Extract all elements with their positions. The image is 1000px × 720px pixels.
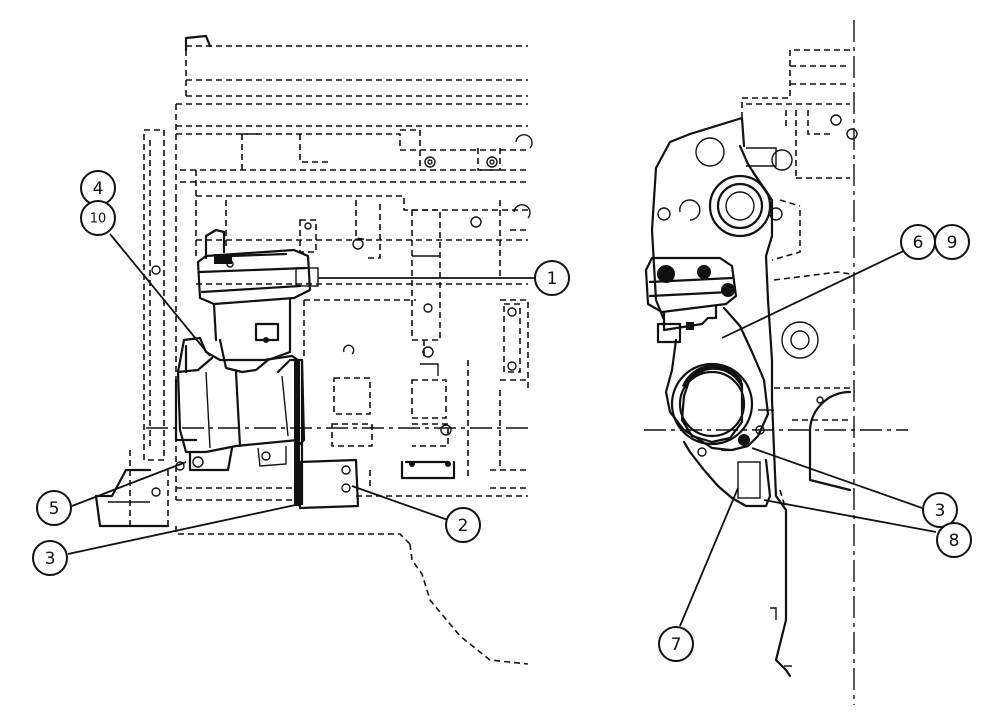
- callout-3-right-label: 3: [935, 501, 946, 521]
- callout-7-label: 7: [671, 635, 682, 655]
- leader-lines: [67, 233, 937, 627]
- leader-3-left: [67, 503, 301, 555]
- callout-5: 5: [36, 490, 72, 526]
- callout-8: 8: [936, 522, 972, 558]
- leader-8: [763, 499, 937, 533]
- callout-8-label: 8: [949, 531, 960, 551]
- callout-10: 10: [80, 200, 116, 236]
- callout-3-left-label: 3: [45, 549, 56, 569]
- leader-3-right: [751, 447, 923, 509]
- callout-6: 6: [900, 224, 936, 260]
- callout-3-right: 3: [922, 492, 958, 528]
- callout-9: 9: [934, 224, 970, 260]
- leader-6-9: [721, 245, 915, 339]
- callout-7: 7: [658, 626, 694, 662]
- left-side-view: [94, 34, 533, 665]
- callout-4: 4: [80, 170, 116, 206]
- air-compressor: [174, 228, 319, 506]
- callout-9-label: 9: [947, 233, 958, 253]
- callout-5-label: 5: [49, 499, 60, 519]
- right-front-view: [644, 20, 908, 705]
- callout-2: 2: [445, 507, 481, 543]
- leader-4-10: [109, 233, 211, 357]
- callout-2-label: 2: [458, 516, 469, 536]
- callout-3-left: 3: [32, 540, 68, 576]
- callout-1: 1: [534, 260, 570, 296]
- leader-5: [71, 461, 187, 507]
- compressor-front-view: [644, 256, 774, 508]
- callout-6-label: 6: [913, 233, 924, 253]
- callout-10-label: 10: [90, 212, 107, 227]
- leader-2: [351, 485, 449, 521]
- callout-4-label: 4: [93, 179, 104, 199]
- leader-7: [679, 487, 739, 627]
- callout-1-label: 1: [547, 269, 558, 289]
